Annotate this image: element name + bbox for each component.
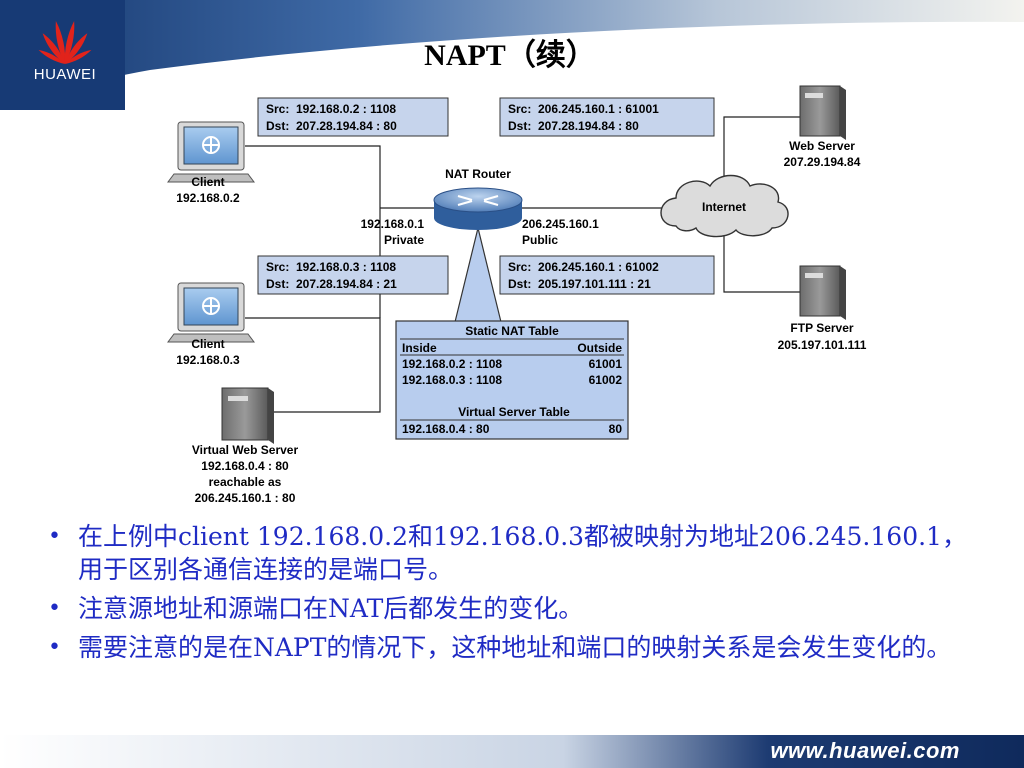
internet-label: Internet	[702, 200, 746, 214]
bullet-text-1: 在上例中client 192.168.0.2和192.168.0.3都被映射为地…	[78, 522, 967, 584]
packet-4-src: Src: 206.245.160.1 : 61002	[508, 260, 659, 274]
huawei-petals-icon	[38, 20, 92, 64]
bullet-dot-icon: •	[48, 635, 61, 660]
virtual-server-table-title: Virtual Server Table	[458, 405, 570, 419]
nat-row-1-outside: 61001	[589, 357, 623, 371]
client-1-name: Client	[191, 175, 224, 189]
client-2-ip: 192.168.0.3	[176, 353, 240, 367]
router-private-label: Private	[384, 233, 424, 247]
vs-row-outside: 80	[609, 422, 623, 436]
bullet-item-1: • 在上例中client 192.168.0.2和192.168.0.3都被映射为…	[44, 520, 984, 586]
ftp-server-ip: 205.197.101.111	[778, 338, 867, 352]
packet-3-dst: Dst: 207.28.194.84 : 21	[266, 277, 397, 291]
internet-cloud-icon	[660, 174, 789, 238]
packet-box-1: Src: 192.168.0.2 : 1108 Dst: 207.28.194.…	[257, 97, 449, 137]
logo-text: HUAWEI	[33, 66, 97, 83]
web-server-name: Web Server	[789, 139, 855, 153]
bullet-dot-icon: •	[48, 596, 61, 621]
packet-1-dst: Dst: 207.28.194.84 : 80	[266, 119, 397, 133]
nat-table-title: Static NAT Table	[465, 324, 559, 338]
packet-box-4: Src: 206.245.160.1 : 61002 Dst: 205.197.…	[499, 255, 715, 295]
router-public-label: Public	[522, 233, 558, 247]
nat-router-icon	[433, 187, 523, 230]
ftp-server-icon	[799, 265, 846, 320]
web-server-ip: 207.29.194.84	[784, 155, 861, 169]
nat-row-1-inside: 192.168.0.2 : 1108	[402, 357, 502, 371]
packet-box-3: Src: 192.168.0.3 : 1108 Dst: 207.28.194.…	[257, 255, 449, 295]
virtual-server-line-3: reachable as	[209, 475, 282, 489]
footer-url: www.huawei.com	[770, 738, 960, 763]
bullet-item-3: • 需要注意的是在NAPT的情况下，这种地址和端口的映射关系是会发生变化的。	[44, 631, 984, 664]
huawei-logo: HUAWEI	[22, 8, 108, 86]
bullet-item-2: • 注意源地址和源端口在NAT后都发生的变化。	[44, 592, 984, 625]
nat-col-outside: Outside	[577, 341, 622, 355]
virtual-server-line-4: 206.245.160.1 : 80	[195, 491, 296, 505]
packet-4-dst: Dst: 205.197.101.111 : 21	[508, 277, 651, 291]
virtual-server-line-1: Virtual Web Server	[192, 443, 299, 457]
packet-2-dst: Dst: 207.28.194.84 : 80	[508, 119, 639, 133]
bullet-list: • 在上例中client 192.168.0.2和192.168.0.3都被映射为…	[44, 520, 984, 670]
client-1-ip: 192.168.0.2	[176, 191, 240, 205]
bullet-text-2: 注意源地址和源端口在NAT后都发生的变化。	[78, 594, 584, 623]
virtual-server-line-2: 192.168.0.4 : 80	[201, 459, 289, 473]
client-2-computer-icon	[167, 282, 255, 343]
router-public-ip: 206.245.160.1	[522, 217, 599, 231]
packet-2-src: Src: 206.245.160.1 : 61001	[508, 102, 659, 116]
bullet-text-3: 需要注意的是在NAPT的情况下，这种地址和端口的映射关系是会发生变化的。	[78, 633, 952, 662]
ftp-server-name: FTP Server	[790, 321, 853, 335]
slide-title: NAPT（续）	[424, 39, 596, 72]
connection-lines	[245, 116, 800, 413]
packet-box-2: Src: 206.245.160.1 : 61001 Dst: 207.28.1…	[499, 97, 715, 137]
web-server-icon	[799, 85, 846, 140]
router-name: NAT Router	[445, 167, 511, 181]
router-private-ip: 192.168.0.1	[361, 217, 425, 231]
packet-3-src: Src: 192.168.0.3 : 1108	[266, 260, 396, 274]
client-1-computer-icon	[167, 121, 255, 183]
nat-row-2-inside: 192.168.0.3 : 1108	[402, 373, 502, 387]
bullet-dot-icon: •	[48, 524, 61, 549]
client-2-name: Client	[191, 337, 224, 351]
static-nat-table: Static NAT Table Inside Outside 192.168.…	[395, 320, 629, 440]
nat-row-2-outside: 61002	[589, 373, 623, 387]
virtual-web-server-icon	[221, 387, 274, 444]
nat-col-inside: Inside	[402, 341, 437, 355]
footer-band	[0, 735, 1024, 768]
packet-1-src: Src: 192.168.0.2 : 1108	[266, 102, 396, 116]
vs-row-inside: 192.168.0.4 : 80	[402, 422, 490, 436]
